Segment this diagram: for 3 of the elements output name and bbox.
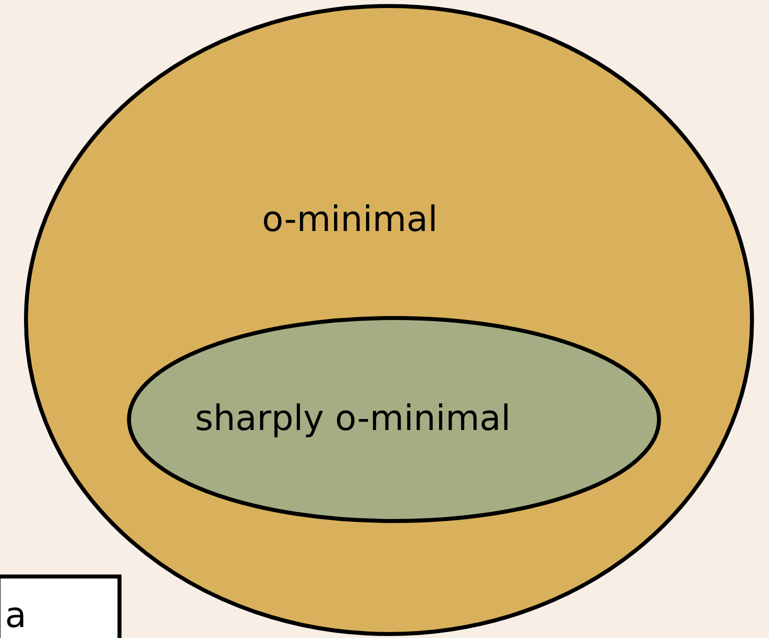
ellipse-label: sharply o-minimal [195,398,511,440]
box-label: a [5,595,26,637]
ellipse-label: o-minimal [262,199,438,241]
